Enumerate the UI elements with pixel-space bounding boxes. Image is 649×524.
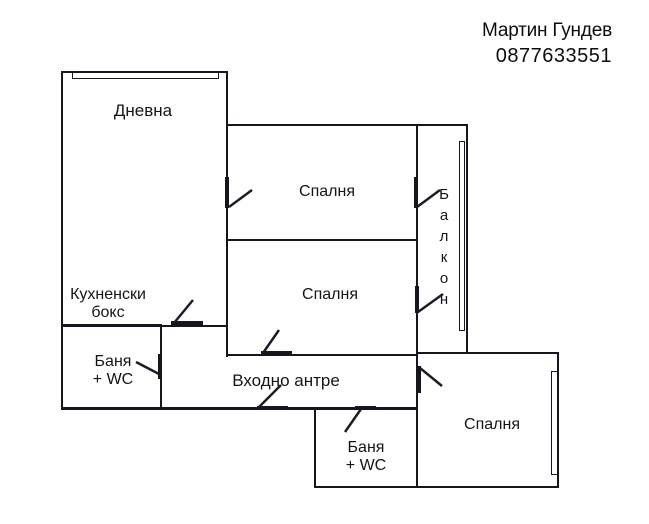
bath-bottom-line1: Баня bbox=[347, 439, 385, 456]
agent-info: Мартин Гундев 0877633551 bbox=[482, 19, 612, 69]
room-label-bath-left: Баня + WC bbox=[93, 353, 133, 389]
door-leaf bbox=[158, 354, 162, 379]
room-label-balcony: Балкон bbox=[435, 186, 453, 312]
wall bbox=[162, 325, 227, 327]
door-leaf bbox=[257, 406, 288, 410]
wall bbox=[466, 124, 468, 354]
window-balcony bbox=[459, 141, 465, 331]
door-leaf bbox=[171, 321, 203, 325]
door-leaf bbox=[414, 177, 418, 208]
agent-phone: 0877633551 bbox=[495, 45, 612, 67]
room-label-bedroom-top: Спалня bbox=[299, 183, 355, 200]
wall bbox=[557, 352, 559, 488]
window-bedroom-right bbox=[551, 371, 558, 475]
wall bbox=[61, 407, 418, 410]
wall bbox=[314, 408, 316, 488]
room-label-bath-bottom: Баня + WC bbox=[346, 439, 386, 475]
wall bbox=[416, 354, 418, 488]
window-living bbox=[72, 72, 219, 79]
bath-left-line1: Баня bbox=[94, 353, 132, 370]
kitchen-line2: бокс bbox=[91, 304, 125, 321]
door-leaf bbox=[417, 366, 421, 393]
wall bbox=[226, 354, 418, 356]
wall bbox=[416, 352, 559, 354]
room-label-living: Дневна bbox=[113, 101, 173, 120]
room-label-hall: Входно антре bbox=[232, 371, 340, 390]
agent-name: Мартин Гундев bbox=[481, 20, 612, 41]
room-label-kitchen: Кухненски бокс bbox=[70, 286, 146, 322]
wall bbox=[226, 124, 468, 126]
door-leaf bbox=[261, 351, 292, 355]
wall bbox=[61, 71, 63, 409]
bath-left-line2: + WC bbox=[92, 371, 134, 388]
room-label-bedroom-right: Спалня bbox=[464, 416, 520, 433]
room-label-bedroom-middle: Спалня bbox=[302, 286, 358, 303]
wall bbox=[226, 239, 418, 241]
door-leaf bbox=[415, 286, 419, 313]
kitchen-line1: Кухненски bbox=[70, 286, 146, 303]
door-leaf bbox=[225, 177, 229, 208]
wall bbox=[61, 324, 162, 327]
wall bbox=[314, 486, 559, 488]
bath-bottom-line2: + WC bbox=[345, 457, 387, 474]
wall bbox=[226, 71, 228, 357]
door-leaf bbox=[355, 406, 376, 410]
